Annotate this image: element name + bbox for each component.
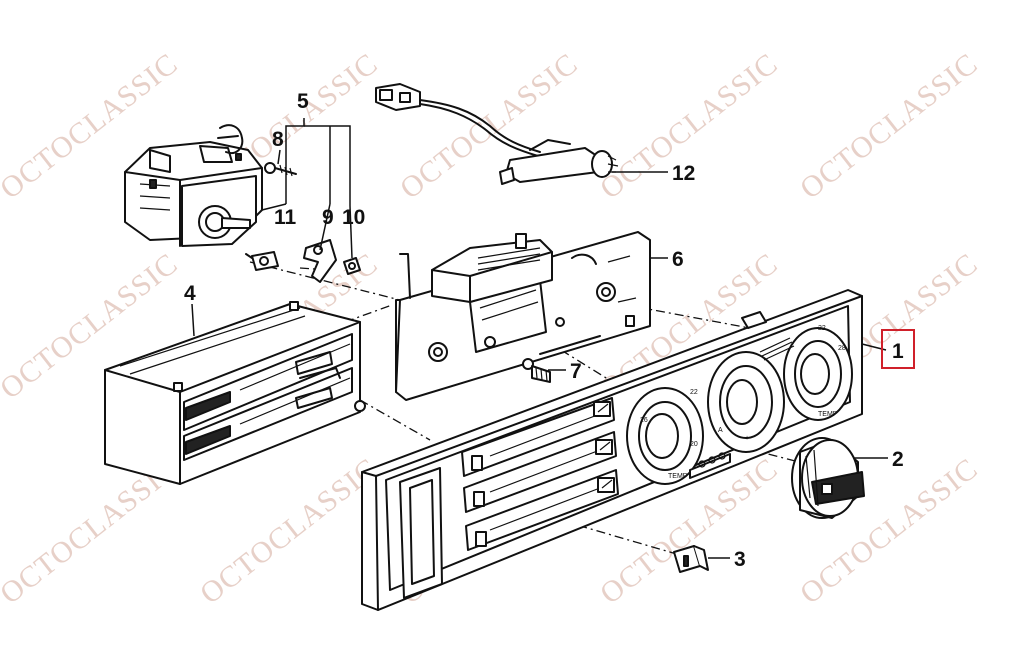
button-cap-part	[673, 545, 709, 573]
housing-box-part	[104, 301, 366, 485]
callout-7: 7	[570, 360, 582, 383]
dial-marking: +	[745, 435, 749, 442]
dial-marking: 26	[640, 417, 648, 424]
callout-4: 4	[184, 282, 196, 305]
servo-motor-part	[124, 124, 263, 247]
callout-6: 6	[672, 248, 684, 271]
control-dial: A +	[707, 351, 785, 453]
callout-3: 3	[734, 548, 746, 571]
callout-11: 11	[274, 206, 297, 229]
control-dial: 22 26 20 TEMP	[626, 387, 704, 485]
dial-marking: 20	[690, 441, 698, 448]
highlight-box	[881, 329, 915, 369]
dial-marking: 28	[838, 345, 846, 352]
watermark: OCTOCLASSIC	[194, 452, 384, 611]
callout-5: 5	[297, 90, 309, 113]
clip-part	[245, 251, 279, 271]
control-dial: 22 28 TEMP	[783, 325, 853, 421]
screw-part-7	[522, 358, 551, 383]
watermark: OCTOCLASSIC	[794, 47, 984, 206]
callout-10: 10	[342, 206, 365, 229]
rotary-knob-part	[791, 437, 865, 519]
dial-marking: 22	[818, 325, 826, 332]
leader-lines	[191, 118, 888, 559]
callout-2: 2	[892, 448, 904, 471]
callout-8: 8	[272, 128, 284, 151]
dial-marking: 22	[690, 389, 698, 396]
bushing-part	[343, 257, 361, 275]
lever-part	[303, 239, 337, 283]
dial-marking: TEMP	[818, 411, 838, 418]
callout-12: 12	[672, 162, 695, 185]
dial-marking: A	[718, 427, 723, 434]
sensor-cable-part	[375, 83, 619, 185]
control-panel-part: 22 26 20 TEMP A + 22 28 TEMP	[361, 289, 863, 611]
callout-1: 1	[892, 340, 904, 363]
callout-labels: 5 8 11 9 10 12 6 4 7 2 3 1	[184, 90, 915, 571]
callout-9: 9	[322, 206, 334, 229]
mounting-bracket-part	[395, 231, 651, 401]
screw-part	[264, 162, 297, 177]
dial-marking: TEMP	[668, 473, 688, 480]
